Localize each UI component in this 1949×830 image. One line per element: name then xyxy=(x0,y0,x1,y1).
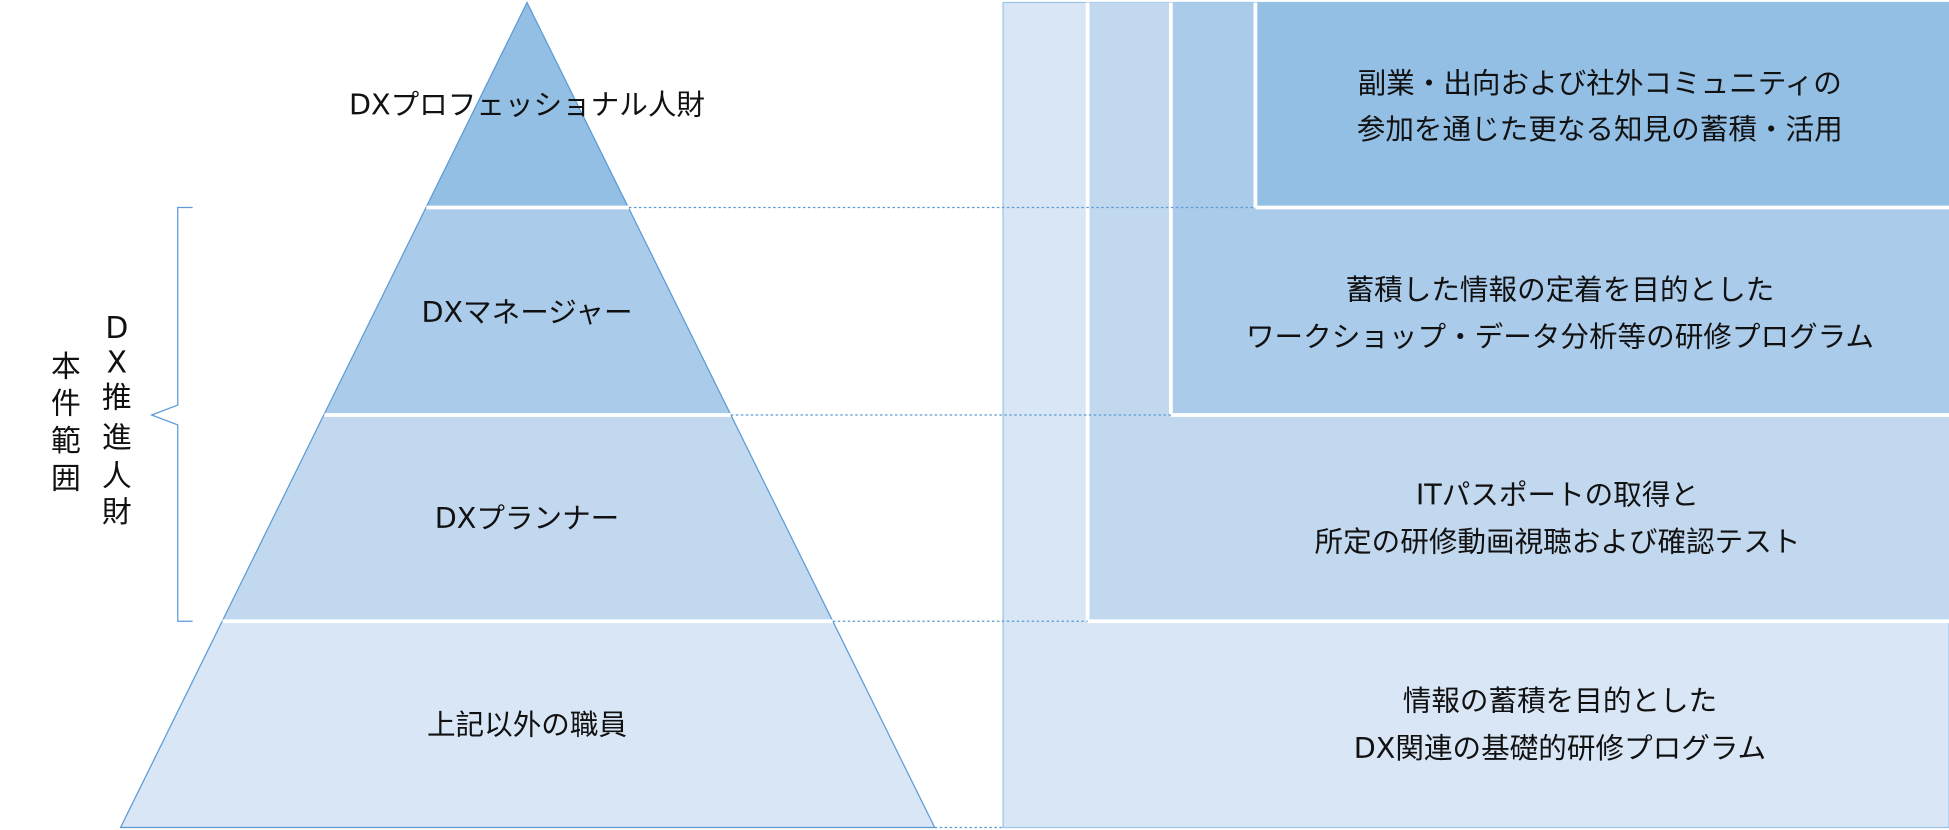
vertical-char: D xyxy=(105,311,128,346)
tier-label-other: 上記以外の職員 xyxy=(427,707,627,741)
tier-manager xyxy=(324,207,731,415)
vertical-char: 進 xyxy=(102,420,132,455)
column-separators xyxy=(1085,2,1949,624)
scope-label: 本 件 範 囲 xyxy=(51,349,81,496)
program-manager-line2: ワークショップ・データ分析等の研修プログラム xyxy=(1246,320,1874,354)
vertical-char: 本 xyxy=(51,349,81,384)
vertical-char: 推 xyxy=(102,381,132,416)
tier-label-planner: DXプランナー xyxy=(435,501,620,535)
program-planner-line1: ITパスポートの取得と xyxy=(1416,477,1699,511)
vertical-char: X xyxy=(107,346,127,381)
vertical-char: 範 xyxy=(51,424,81,459)
tier-professional xyxy=(426,2,629,208)
vertical-char: 財 xyxy=(102,495,132,530)
program-other-line1: 情報の蓄積を目的とした xyxy=(1403,684,1717,718)
program-manager-line1: 蓄積した情報の定着を目的とした xyxy=(1346,272,1775,306)
tier-label-manager: DXマネージャー xyxy=(421,295,632,329)
vertical-char: 件 xyxy=(51,387,81,422)
program-planner-line2: 所定の研修動画視聴および確認テスト xyxy=(1314,525,1800,559)
tier-other-staff xyxy=(120,621,935,828)
dx-promotion-talent-label: D X 推 進 人 財 xyxy=(102,311,132,530)
program-professional-line2: 参加を通じた更なる知見の蓄積・活用 xyxy=(1357,112,1843,146)
program-professional-line1: 副業・出向および社外コミュニティの xyxy=(1358,66,1842,100)
program-other-line2: DX関連の基礎的研修プログラム xyxy=(1354,731,1766,765)
program-column-professional xyxy=(1255,2,1949,208)
tier-label-professional: DXプロフェッショナル人財 xyxy=(349,87,705,121)
tier-planner xyxy=(222,415,833,622)
vertical-char: 囲 xyxy=(51,461,81,496)
vertical-char: 人 xyxy=(102,459,132,494)
scope-bracket xyxy=(149,206,193,622)
tier-separators xyxy=(222,205,833,624)
